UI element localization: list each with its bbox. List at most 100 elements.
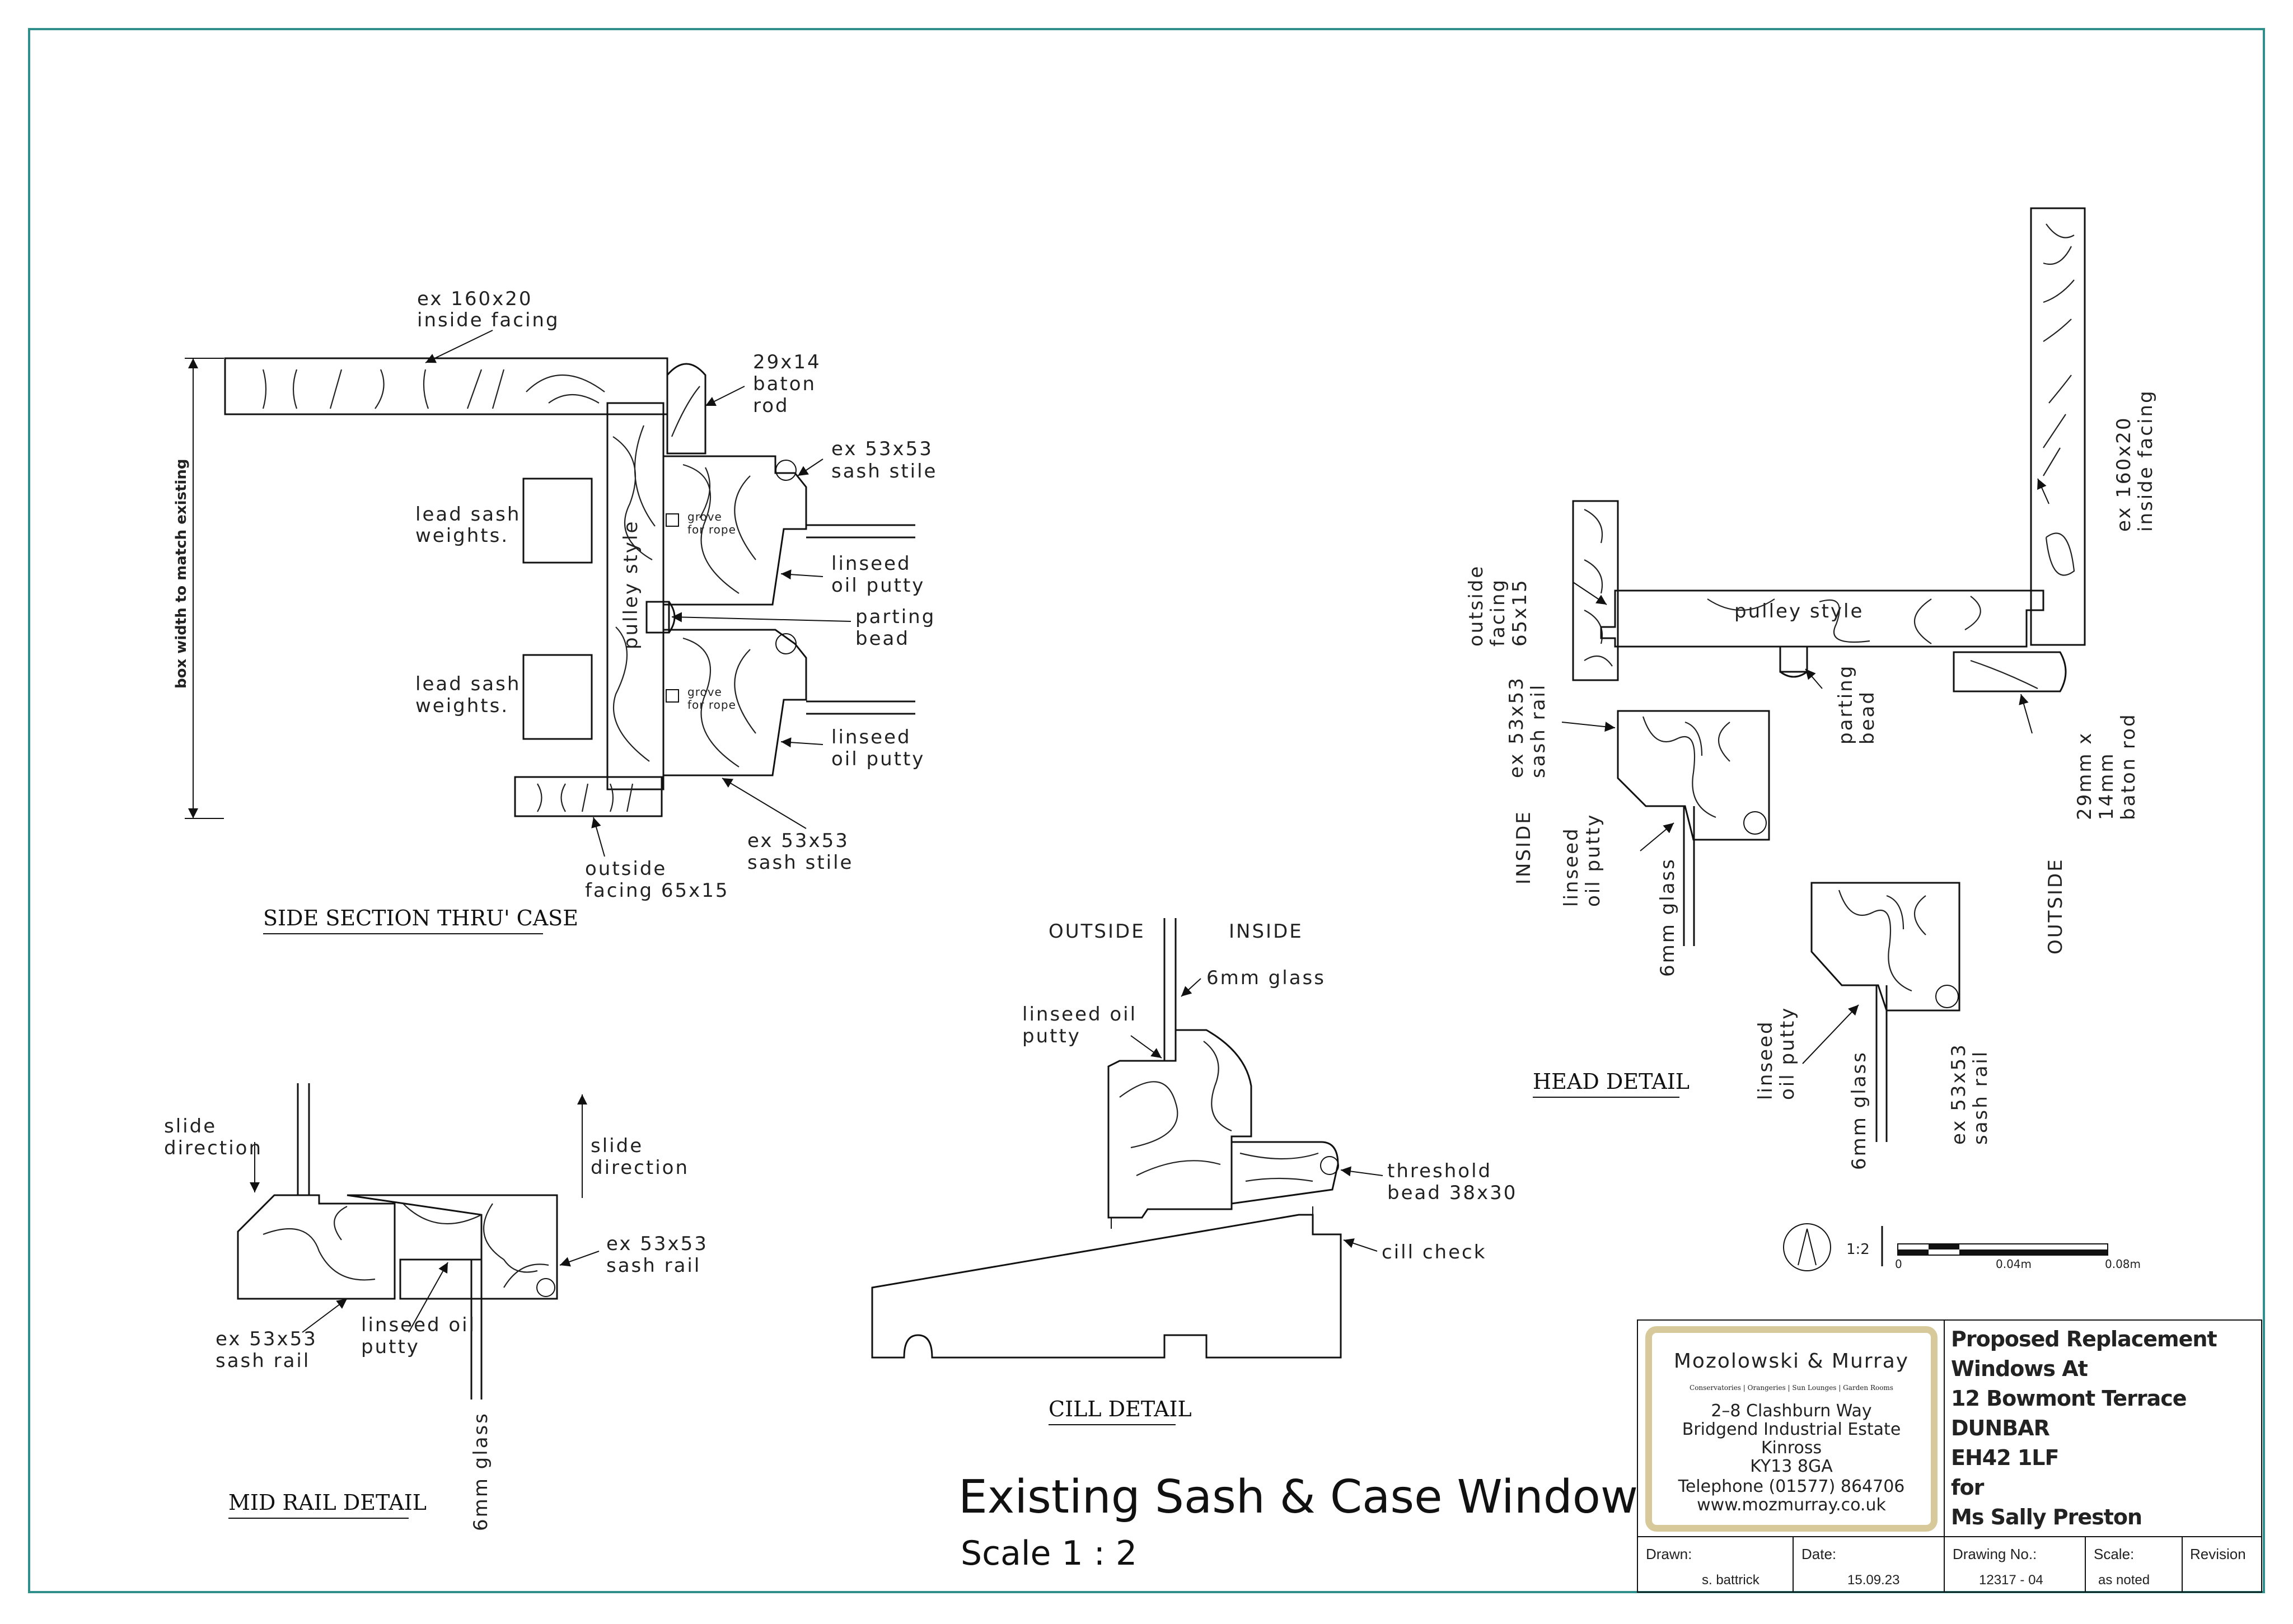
side-weights-bot-2: weights.: [415, 695, 509, 717]
head-sash-rail-bot-2: sash rail: [1969, 1050, 1992, 1145]
project-line-4: DUNBAR: [1951, 1416, 2050, 1440]
head-baton-2: 14mm: [2095, 752, 2118, 820]
side-putty-bot-2: oil putty: [831, 748, 925, 770]
cill-inside: INSIDE: [1229, 920, 1303, 943]
head-outside-facing-3: 65x15: [1509, 578, 1531, 647]
side-pulley-style: pulley style: [620, 520, 642, 649]
side-putty-top-2: oil putty: [831, 574, 925, 597]
side-stile-top-1: ex 53x53: [831, 438, 933, 460]
head-outside-facing-1: outside: [1465, 565, 1487, 647]
side-parting-bead-2: bead: [855, 628, 910, 650]
mid-rail-drawing: [237, 1083, 600, 1400]
sheet-border: [28, 28, 2265, 1593]
head-inside: INSIDE: [1513, 810, 1535, 884]
mid-sash-rail-right-1: ex 53x53: [606, 1233, 708, 1255]
head-putty-top-1: linseed: [1560, 827, 1583, 907]
mid-slide-left-2: direction: [164, 1137, 263, 1159]
cill-check: cill check: [1382, 1241, 1486, 1263]
project-line-7: Ms Sally Preston: [1951, 1505, 2142, 1529]
head-drawing: [1561, 207, 2086, 1142]
side-putty-top-1: linseed: [831, 553, 911, 575]
head-putty-top-2: oil putty: [1582, 813, 1604, 907]
mid-rail-title: MID RAIL DETAIL: [228, 1490, 427, 1515]
head-baton-1: 29mm x: [2074, 732, 2096, 820]
mid-slide-left-1: slide: [164, 1115, 217, 1138]
head-glass-bot: 6mm glass: [1848, 1051, 1870, 1170]
scale-ratio: 1:2: [1846, 1241, 1870, 1258]
scale-tick-1: 0.04m: [1996, 1257, 2032, 1271]
head-baton-3: baton rod: [2117, 713, 2140, 820]
project-line-6: for: [1951, 1475, 1985, 1500]
side-baton-1: 29x14: [753, 351, 821, 373]
side-section-title: SIDE SECTION THRU' CASE: [263, 906, 578, 930]
company-address-1: 2–8 Clashburn Way: [1711, 1401, 1871, 1421]
side-weights-bot-1: lead sash: [415, 673, 521, 695]
drawn-label: Drawn:: [1646, 1546, 1692, 1562]
side-outside-facing-1: outside: [585, 858, 667, 880]
side-weights-top-2: weights.: [415, 525, 509, 547]
side-section-drawing: box width to match existing: [173, 330, 915, 857]
head-outside-facing-2: facing: [1487, 578, 1509, 647]
company-tagline: Conservatories | Orangeries | Sun Lounge…: [1690, 1384, 1893, 1392]
side-stile-bot-2: sash stile: [747, 851, 853, 874]
date-value: 15.09.23: [1847, 1572, 1899, 1588]
side-grove-top-1: grove: [687, 510, 722, 523]
scale-label: Scale:: [2094, 1546, 2134, 1562]
scale-bar: [1783, 1223, 2108, 1271]
project-line-5: EH42 1LF: [1951, 1445, 2058, 1470]
scale-value: as noted: [2098, 1572, 2150, 1588]
drawing-no-label: Drawing No.:: [1953, 1546, 2037, 1562]
drawn-value: s. battrick: [1702, 1572, 1760, 1588]
side-stile-top-2: sash stile: [831, 460, 937, 483]
scale-tick-2: 0.08m: [2105, 1257, 2141, 1271]
head-title: HEAD DETAIL: [1533, 1069, 1690, 1094]
head-parting-bead-2: bead: [1856, 690, 1879, 745]
company-address-3: Kinross: [1761, 1438, 1822, 1458]
cill-threshold-1: threshold: [1387, 1160, 1492, 1182]
mid-slide-right-1: slide: [591, 1135, 643, 1157]
cill-putty-2: putty: [1022, 1025, 1081, 1047]
head-parting-bead-1: parting: [1835, 664, 1857, 745]
company-name: Mozolowski & Murray: [1674, 1350, 1909, 1373]
head-putty-bot-1: linseed: [1754, 1020, 1777, 1100]
head-inside-facing-2: inside facing: [2135, 389, 2157, 532]
mid-putty-2: putty: [361, 1336, 420, 1358]
head-inside-facing-1: ex 160x20: [2113, 416, 2135, 532]
side-outside-facing-2: facing 65x15: [585, 879, 729, 902]
head-sash-rail-top-1: ex 53x53: [1505, 676, 1528, 778]
head-glass-top: 6mm glass: [1656, 858, 1679, 977]
side-baton-3: rod: [753, 395, 789, 417]
side-putty-bot-1: linseed: [831, 726, 911, 748]
cill-title: CILL DETAIL: [1049, 1397, 1192, 1421]
box-width-label: box width to match existing: [173, 459, 190, 689]
title-block: [1637, 1319, 2262, 1593]
north-arrow-icon: [1783, 1223, 1831, 1271]
side-baton-2: baton: [753, 373, 816, 395]
cill-putty-1: linseed oil: [1022, 1003, 1137, 1026]
side-stile-bot-1: ex 53x53: [747, 830, 849, 852]
mid-sash-rail-left-2: sash rail: [216, 1350, 310, 1372]
cill-outside: OUTSIDE: [1049, 920, 1145, 943]
side-inside-facing-1: ex 160x20: [417, 288, 533, 310]
head-sash-rail-bot-1: ex 53x53: [1948, 1043, 1970, 1145]
head-outside: OUTSIDE: [2044, 858, 2067, 954]
side-grove-bot-1: grove: [687, 685, 722, 699]
cill-drawing: [871, 918, 1383, 1359]
company-address-4: KY13 8GA: [1750, 1457, 1833, 1476]
revision-label: Revision: [2190, 1546, 2246, 1562]
mid-putty-1: linseed oil: [361, 1314, 476, 1336]
cill-glass: 6mm glass: [1206, 967, 1326, 989]
date-label: Date:: [1801, 1546, 1836, 1562]
mid-slide-right-2: direction: [591, 1157, 689, 1179]
mid-glass: 6mm glass: [470, 1412, 492, 1531]
company-phone: Telephone (01577) 864706: [1678, 1477, 1905, 1496]
main-scale: Scale 1 : 2: [961, 1534, 1137, 1573]
company-frame: [1645, 1326, 1938, 1532]
head-pulley-style: pulley style: [1734, 600, 1864, 623]
side-inside-facing-2: inside facing: [417, 309, 560, 331]
scale-tick-0: 0: [1895, 1257, 1902, 1271]
project-line-3: 12 Bowmont Terrace: [1951, 1386, 2187, 1411]
main-title: Existing Sash & Case Window: [958, 1471, 1638, 1524]
side-parting-bead-1: parting: [855, 606, 935, 628]
